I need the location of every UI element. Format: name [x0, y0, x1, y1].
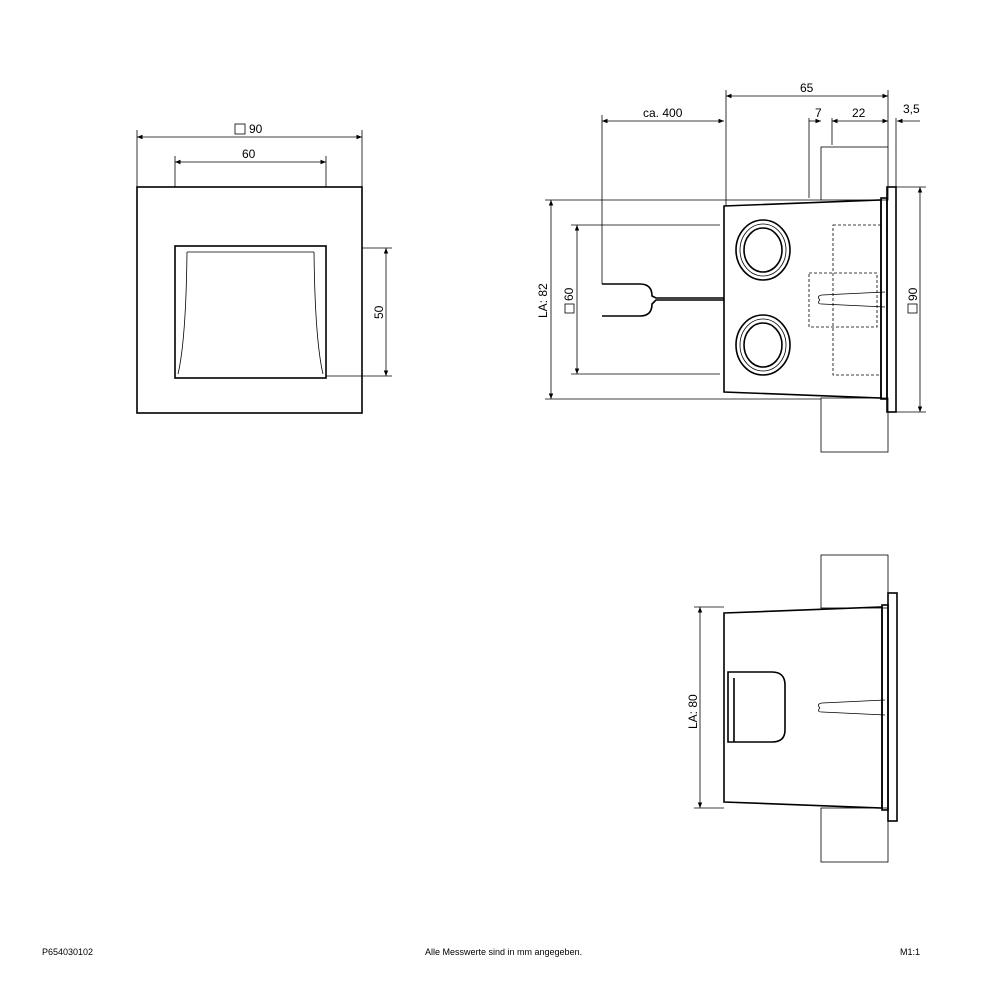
window-reflector: [177, 251, 324, 375]
connection-cable: [602, 283, 724, 317]
inner-width-label: 60: [242, 147, 256, 161]
housing-body: [723, 199, 882, 399]
plate-thickness-label: 3,5: [903, 102, 920, 116]
plate-height-label: 90: [906, 287, 920, 301]
cover-plate-side: [887, 592, 898, 822]
front-view: 90 60 50: [136, 122, 392, 414]
wall-hatch-bottom: [820, 397, 889, 453]
inner-60-label: 60: [562, 287, 576, 301]
depth-label: 65: [800, 81, 814, 95]
side-view: 65 ca. 400 7 22 3,5 LA: 82 60 90: [536, 81, 926, 453]
cutout-80-label: LA: 80: [686, 694, 700, 729]
inner-height-label: 50: [372, 305, 386, 319]
cable-length-label: ca. 400: [643, 106, 683, 120]
wall-offset-label: 7: [815, 106, 822, 120]
cover-plate-side: [886, 186, 897, 413]
measurement-note: Alle Messwerte sind in mm angegeben.: [425, 947, 583, 957]
light-window: [174, 245, 327, 379]
housing-body: [723, 606, 883, 809]
bottom-side-view: LA: 80: [686, 554, 898, 863]
scale-label: M1:1: [900, 947, 921, 957]
cable-gland-bottom: [735, 314, 791, 376]
wall-depth-label: 22: [852, 106, 866, 120]
connector-block: [727, 671, 786, 743]
cover-plate: [136, 186, 363, 414]
width-label: 90: [249, 122, 263, 136]
cable-gland-top: [735, 219, 791, 281]
drawing-number: P654030102: [42, 947, 94, 957]
wall-hatch-top: [820, 146, 889, 201]
cutout-82-label: LA: 82: [536, 283, 550, 318]
